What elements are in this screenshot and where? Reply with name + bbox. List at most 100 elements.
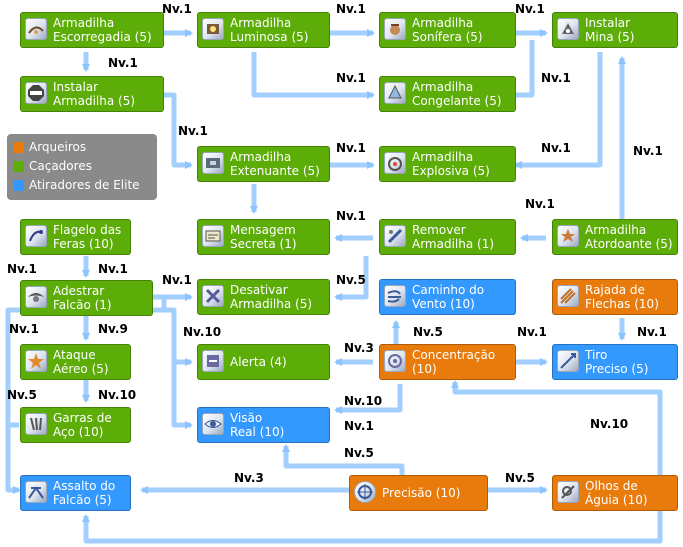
skill-visao-real[interactable]: Visão Real (10) [197,407,330,443]
requirement-label: Nv.1 [637,325,667,339]
skill-name-line1: Armadilha [412,80,474,94]
arrow-shower-icon [557,285,579,307]
skill-tiro-preciso[interactable]: Tiro Preciso (5) [552,344,678,380]
skill-name-line2: Extenuante (5) [230,164,320,178]
skill-armadilha-atordoante[interactable]: Armadilha Atordoante (5) [552,219,678,255]
skill-name-line2: Aço (10) [53,425,104,439]
skill-name: Precisão (10) [382,486,461,500]
requirement-label: Nv.1 [336,141,366,155]
requirement-label: Nv.1 [7,262,37,276]
message-icon [202,225,224,247]
skill-name-line2: Águia (10) [585,493,648,507]
requirement-label: Nv.5 [413,325,443,339]
legend-swatch-archer [13,142,24,153]
skill-name-line2: Vento (10) [412,297,475,311]
skill-name-line2: Explosiva (5) [412,164,490,178]
skill-armadilha-luminosa[interactable]: Armadilha Luminosa (5) [197,12,330,48]
requirement-label: Nv.10 [344,394,383,408]
skill-olhos-de-aguia[interactable]: Olhos de Águia (10) [552,475,678,511]
skill-instalar-mina[interactable]: Instalar Mina (5) [552,12,678,48]
accuracy-icon [354,481,376,503]
stun-trap-icon [557,225,579,247]
skill-armadilha-congelante[interactable]: Armadilha Congelante (5) [379,76,516,112]
requirement-label: Nv.3 [234,471,264,485]
skill-assalto-do-falcao[interactable]: Assalto do Falcão (5) [20,475,131,511]
sleep-trap-icon [384,18,406,40]
skill-name-line2: Atordoante (5) [585,237,673,251]
skill-name-line1: Rajada de [585,283,645,297]
skill-name-line2: Flechas (10) [585,297,659,311]
skill-name-line2: Feras (10) [53,237,114,251]
skill-armadilha-explosiva[interactable]: Armadilha Explosiva (5) [379,146,516,182]
requirement-label: Nv.1 [9,322,39,336]
skill-name-line2: Preciso (5) [585,362,649,376]
skill-name-line1: Tiro [585,348,608,362]
wire-adestrar-visao [171,362,193,429]
legend-swatch-hunter [13,161,24,172]
skill-instalar-armadilha[interactable]: Instalar Armadilha (5) [20,76,164,112]
remove-trap-icon [384,225,406,247]
skill-desativar-armadilha[interactable]: Desativar Armadilha (5) [197,279,330,315]
skill-name-line1: Olhos de [585,479,638,493]
skill-name-line2: Armadilha (5) [230,297,313,311]
skill-rajada-de-flechas[interactable]: Rajada de Flechas (10) [552,279,678,315]
requirement-label: Nv.5 [7,388,37,402]
wire-precisao-visao [282,444,405,478]
skill-name-line2: Escorregadia (5) [53,30,152,44]
skill-name-line2: Mina (5) [585,30,635,44]
skill-name-line1: Adestrar [53,284,105,298]
skill-caminho-do-vento[interactable]: Caminho do Vento (10) [379,279,516,315]
skill-name-line1: Armadilha [412,150,474,164]
skill-name-line1: Remover [412,223,466,237]
skill-name-line1: Armadilha [412,16,474,30]
skill-name-line2: Secreta (1) [230,237,297,251]
skill-name-line2: Congelante (5) [412,94,502,108]
skill-garras-de-aco[interactable]: Garras de Aço (10) [20,407,131,443]
exhaust-trap-icon [202,152,224,174]
requirement-label: Nv.1 [336,71,366,85]
wire-mina-congelante [516,40,535,98]
skill-name-line1: Assalto do [53,479,116,493]
beast-bane-icon [25,225,47,247]
skill-name-line1: Visão [230,411,263,425]
skill-armadilha-escorregadia[interactable]: Armadilha Escorregadia (5) [20,12,164,48]
requirement-label: Nv.5 [336,273,366,287]
sharp-shot-icon [557,350,579,372]
wire-adestrar-assalto [5,425,21,494]
skill-name-line2: Falcão (5) [53,493,112,507]
alert-icon [202,350,224,372]
falcon-assault-icon [25,481,47,503]
skill-name-line1: Ataque [53,348,96,362]
requirement-label: Nv.1 [336,209,366,223]
wire-instalar-extenuante [164,92,193,169]
explosive-trap-icon [384,152,406,174]
skill-ataque-aereo[interactable]: Ataque Aéreo (5) [20,344,131,380]
skill-armadilha-sonifera[interactable]: Armadilha Sonífera (5) [379,12,516,48]
skill-adestrar-falcao[interactable]: Adestrar Falcão (1) [20,280,153,316]
skill-remover-armadilha[interactable]: Remover Armadilha (1) [379,219,516,255]
wire-olhos-assalto [82,510,663,544]
wire-adestrar-alerta [164,307,193,366]
skill-flagelo-das-feras[interactable]: Flagelo das Feras (10) [20,219,131,255]
requirement-label: Nv.1 [525,197,555,211]
skill-name-line1: Desativar [230,283,288,297]
legend-label-sniper: Atiradores de Elite [29,178,140,192]
skill-name-line2: Sonífera (5) [412,30,483,44]
flash-trap-icon [202,18,224,40]
skill-alerta[interactable]: Alerta (4) [197,344,330,380]
skill-name-line1: Flagelo das [53,223,122,237]
requirement-label: Nv.10 [183,325,222,339]
wire-luminosa-congelante [251,52,375,99]
requirement-label: Nv.1 [162,273,192,287]
skill-mensagem-secreta[interactable]: Mensagem Secreta (1) [197,219,330,255]
legend-item-archer: Arqueiros [13,138,151,157]
legend-label-archer: Arqueiros [29,140,87,154]
skill-precisao[interactable]: Precisão (10) [349,475,488,511]
requirement-label: Nv.10 [590,417,629,431]
skill-name-line1: Instalar [53,80,99,94]
falcon-icon [25,286,47,308]
skill-armadilha-extenuante[interactable]: Armadilha Extenuante (5) [197,146,330,182]
requirement-label: Nv.1 [515,2,545,16]
wire-mina-explosiva [514,52,603,169]
skill-concentracao[interactable]: Concentração (10) [379,344,516,380]
